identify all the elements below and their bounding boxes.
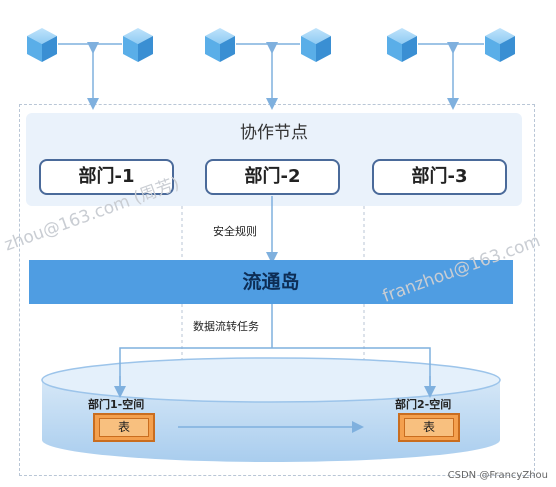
table-2: 表 [398,413,460,442]
node-group-3 [387,28,515,110]
credit-text: CSDN @FrancyZhou [447,470,548,481]
node-group-1 [27,28,153,110]
collab-title: 协作节点 [240,123,308,143]
cube-node-icon [485,28,515,62]
circulation-island: 流通岛 [29,260,513,304]
department-1-box: 部门-1 [39,159,174,195]
node-group-2 [205,28,331,110]
table-1-label: 表 [117,420,130,434]
department-3-box: 部门-3 [372,159,507,195]
cube-node-icon [27,28,57,62]
cube-node-icon [387,28,417,62]
table-1: 表 [93,413,155,442]
cube-node-icon [123,28,153,62]
data-task-label: 数据流转任务 [193,320,259,333]
department-2-box: 部门-2 [205,159,340,195]
security-rule-label: 安全规则 [213,225,257,238]
storage-cylinder [41,357,501,462]
space-2-label: 部门2-空间 [395,398,452,411]
table-2-label: 表 [422,420,435,434]
space-1-label: 部门1-空间 [88,398,145,411]
cube-node-icon [205,28,235,62]
cube-node-icon [301,28,331,62]
